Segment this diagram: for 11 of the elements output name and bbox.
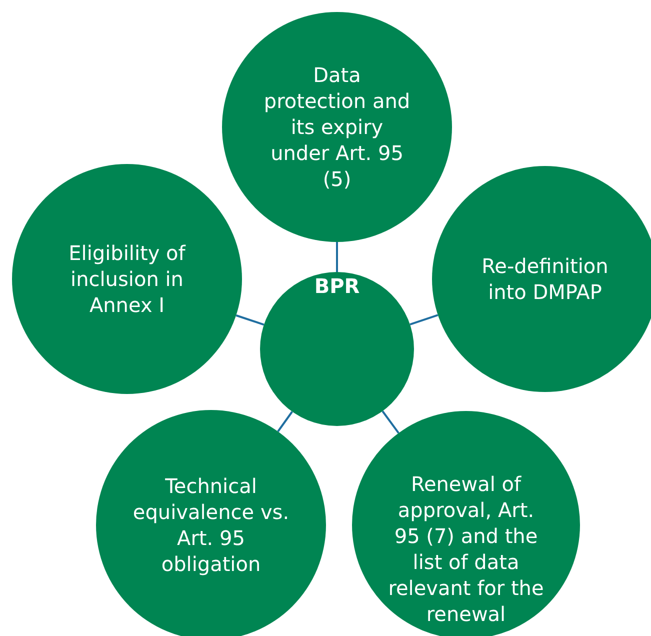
connector-line — [336, 242, 338, 272]
topic-text: Eligibility of inclusion in Annex I — [68, 240, 187, 318]
connector-line — [277, 411, 293, 432]
connector-line — [382, 410, 400, 434]
topic-text: Re-definition into DMPAP — [480, 253, 610, 305]
topic-text: Technical equivalence vs. Art. 95 obligation — [132, 473, 290, 577]
connector-line — [236, 314, 264, 326]
topic-text: Renewal of approval, Art. 95 (7) and the list of data relevant for the renewal — [387, 471, 545, 627]
topic-text: BPR — [313, 273, 361, 299]
topic-text: Data protection and its expiry under Art. 95 (5) — [262, 62, 412, 192]
connector-line — [410, 314, 438, 326]
